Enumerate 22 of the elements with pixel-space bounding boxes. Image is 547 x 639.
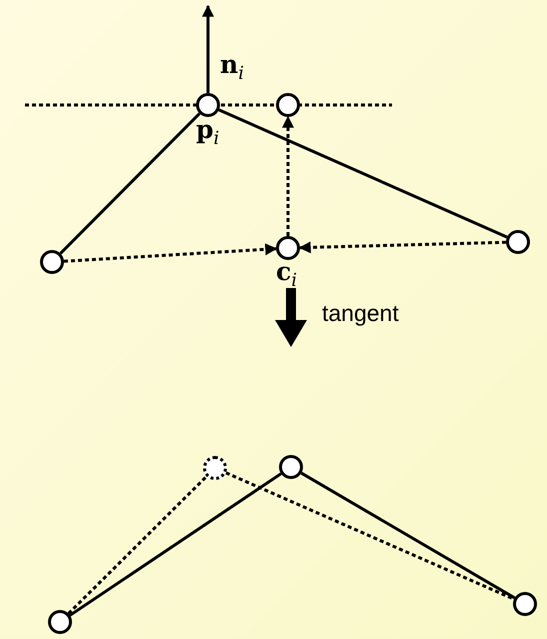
line	[300, 472, 516, 600]
point-label: p$_{i}$	[196, 117, 220, 148]
point-circle	[513, 592, 537, 616]
point-circle	[506, 230, 530, 254]
point-circle	[276, 93, 300, 117]
point-label: c$_{i}$	[276, 259, 297, 290]
vector-label: n$_{i}$	[220, 52, 244, 83]
line	[59, 112, 201, 255]
point-circle	[203, 456, 227, 480]
arrow	[202, 4, 214, 93]
point-circle	[196, 93, 220, 117]
point-circle	[48, 610, 72, 634]
point-circle	[40, 250, 64, 274]
line	[218, 108, 508, 239]
arrow	[298, 240, 506, 254]
point-circle	[279, 455, 303, 479]
point-circle	[276, 236, 300, 260]
arrow	[282, 116, 294, 236]
step-label: tangent	[322, 302, 399, 325]
line	[69, 472, 282, 617]
line	[67, 475, 208, 615]
arrow	[64, 243, 278, 263]
